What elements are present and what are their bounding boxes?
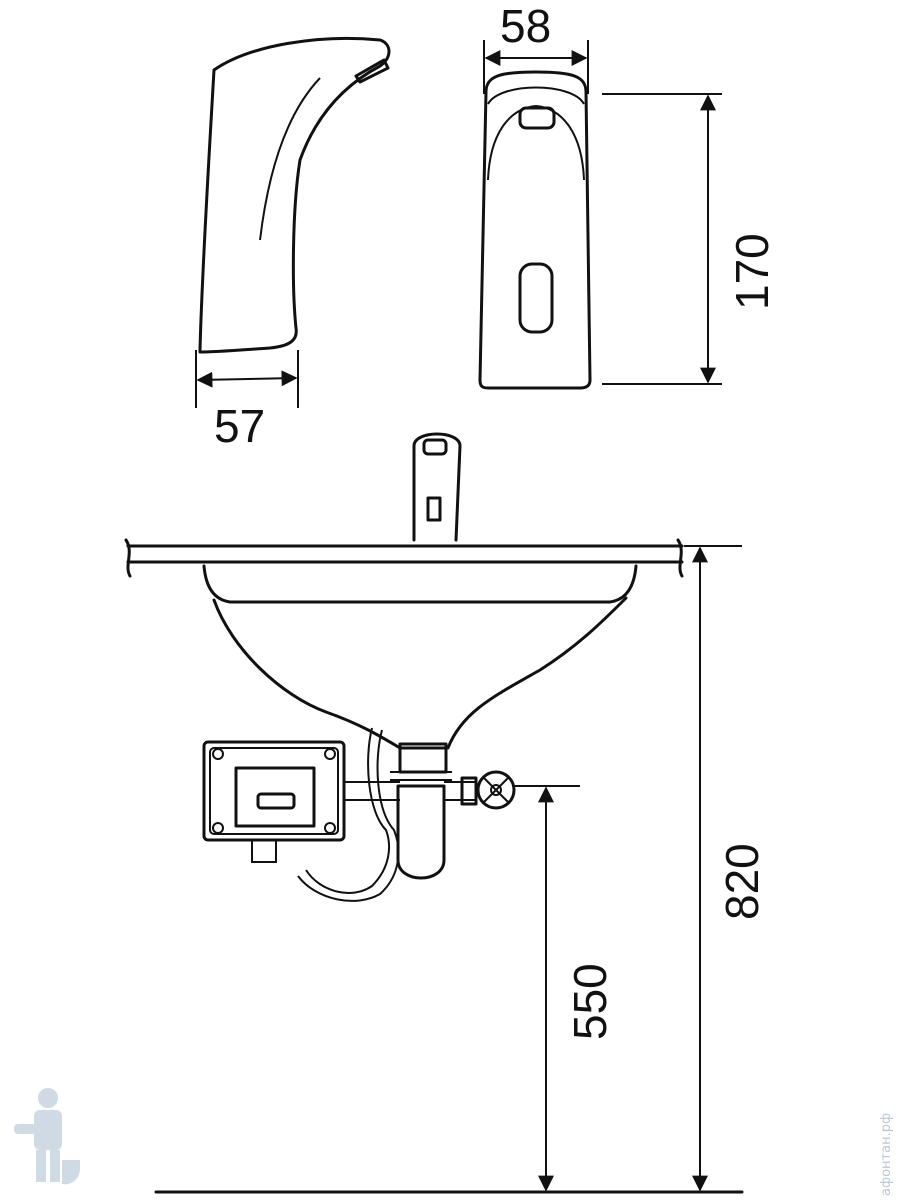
plumber-icon (14, 1088, 80, 1185)
basin-assembly (124, 432, 742, 902)
side-width-label: 57 (214, 400, 265, 452)
watermark-text: афонтан.рф (879, 1113, 894, 1196)
valve-height-label: 550 (564, 963, 616, 1040)
height-dimensions (154, 546, 744, 1194)
front-width-label: 58 (500, 0, 551, 52)
mount-height-label: 820 (716, 843, 768, 920)
faucet-height-label: 170 (726, 233, 778, 310)
faucet-side-view (195, 36, 391, 408)
faucet-front-view (478, 40, 722, 390)
